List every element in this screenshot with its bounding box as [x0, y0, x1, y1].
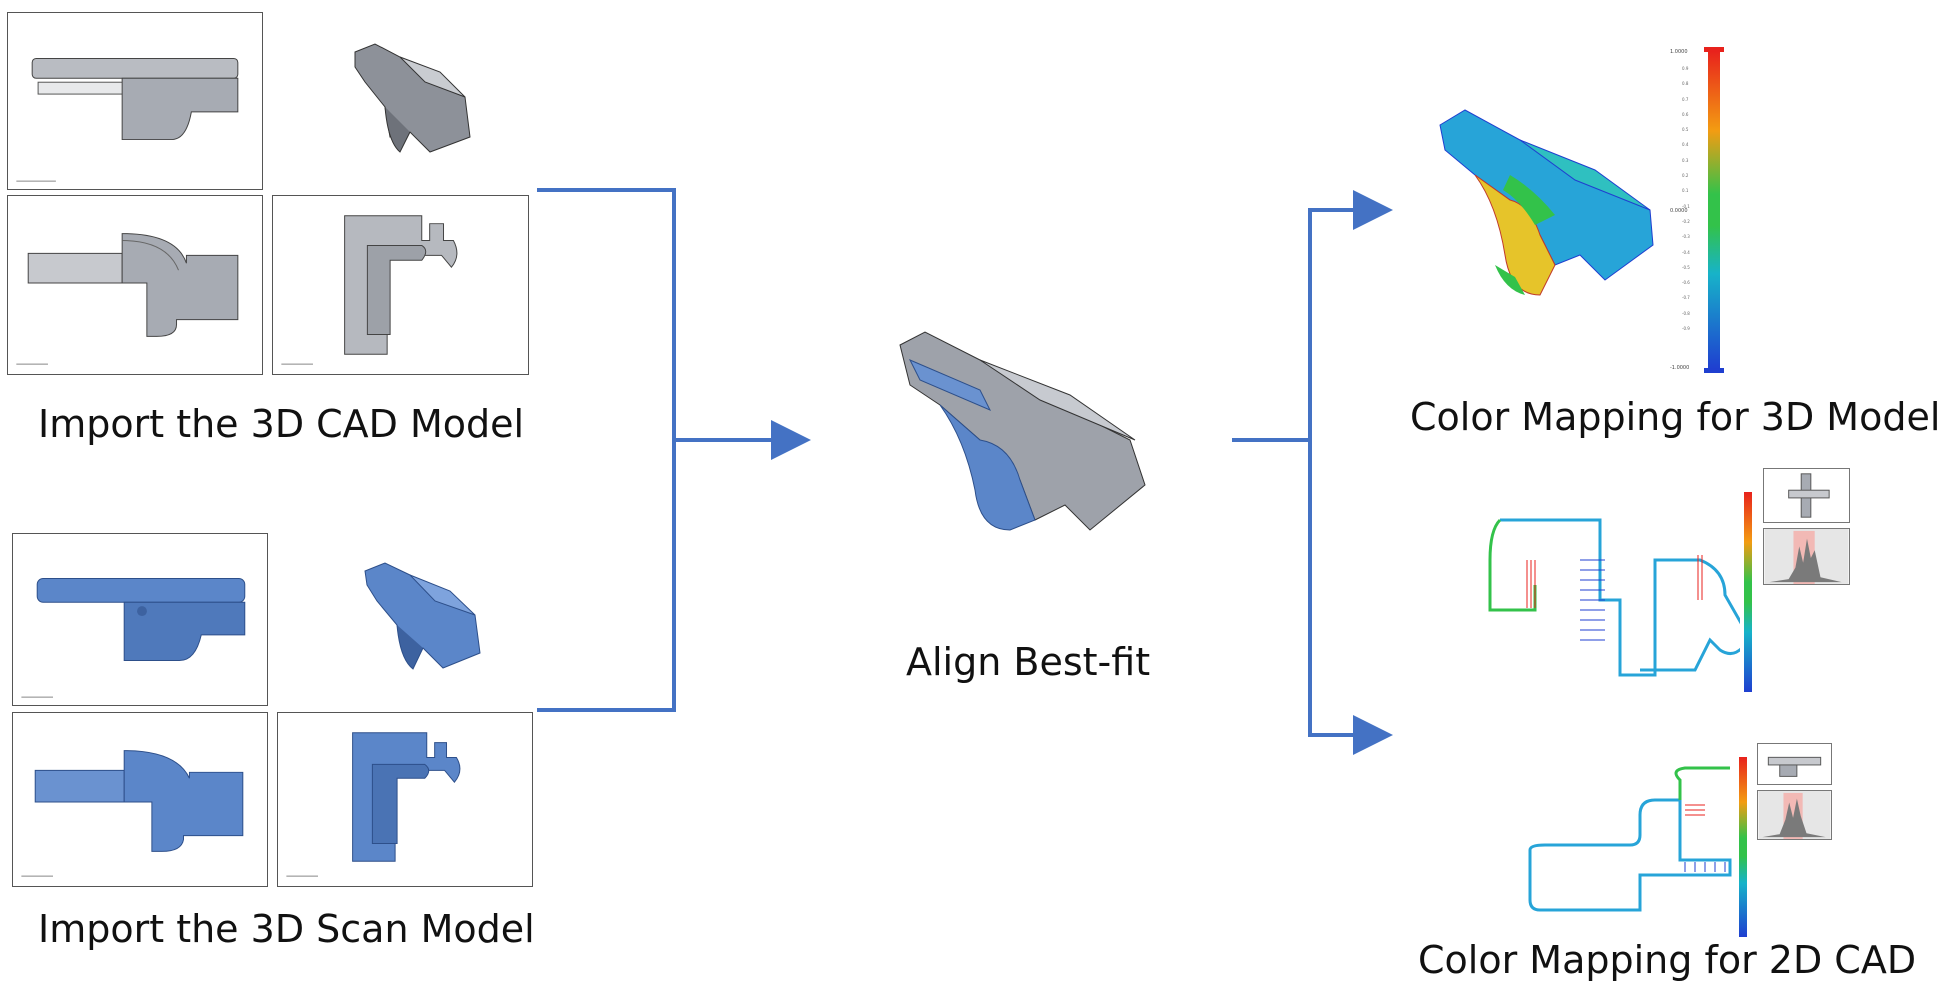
scan-side-drawing: [21, 577, 246, 698]
cad-front-view: [272, 195, 529, 375]
scale-zero-label: 0.0000: [1670, 208, 1688, 214]
scan-front-view: [277, 712, 533, 887]
upper-histogram-bars: [1764, 529, 1849, 584]
import-scan-caption: Import the 3D Scan Model: [38, 907, 535, 951]
align-model-view: [870, 320, 1170, 570]
color-2d-caption: Color Mapping for 2D CAD: [1418, 938, 1917, 982]
scan-top-drawing: [21, 750, 244, 877]
scan-connector: [537, 440, 676, 712]
colormap-2d-scale-upper: [1740, 490, 1756, 695]
colormap-2d-lower-scale-bar: [1739, 757, 1747, 937]
scale-tick: 0.3: [1682, 157, 1689, 163]
scale-tick: -0.7: [1682, 295, 1690, 301]
color-3d-caption: Color Mapping for 3D Model: [1410, 395, 1940, 439]
align-caption: Align Best-fit: [906, 640, 1151, 684]
scan-top-view: [12, 712, 268, 887]
scale-tick: -0.1: [1682, 203, 1690, 209]
scale-tick: -0.5: [1682, 264, 1690, 270]
colormap-3d-drawing: [1439, 109, 1654, 296]
scale-tick: -0.3: [1682, 234, 1690, 240]
scale-tick: -0.2: [1682, 218, 1690, 224]
colormap-3d-scale-bar: [1704, 47, 1724, 373]
scan-iso-view: [285, 533, 525, 706]
cad-iso-view: [270, 12, 510, 190]
scan-iso-drawing: [364, 562, 481, 670]
colormap-2d-view-upper: [1480, 500, 1760, 690]
scale-tick: -0.4: [1682, 249, 1690, 255]
colormap-2d-view-lower: [1520, 760, 1770, 920]
lower-histogram-bars: [1758, 791, 1831, 839]
scale-min-label: -1.0000: [1670, 365, 1690, 371]
scan-side-view: [12, 533, 268, 706]
cad-side-drawing: [16, 57, 239, 182]
import-cad-caption: Import the 3D CAD Model: [38, 402, 525, 446]
colormap-3d-scale: 1.0000 0.0000 -1.0000 0.9 0.8 0.7 0.6 0.…: [1670, 45, 1735, 375]
colormap-2d-lower-drawing: [1528, 766, 1732, 912]
to-2d-arrow: [1308, 440, 1393, 755]
scale-tick: -0.9: [1682, 326, 1690, 332]
scale-max-label: 1.0000: [1670, 49, 1688, 55]
cad-front-drawing: [281, 215, 458, 365]
cad-side-view: [7, 12, 263, 190]
lower-thumbnail-part: [1767, 756, 1822, 777]
to-3d-arrow: [1308, 190, 1393, 440]
cad-connector: [537, 188, 676, 440]
scale-tick: 0.2: [1682, 173, 1689, 179]
scale-tick: 0.1: [1682, 188, 1689, 194]
scale-tick: 0.9: [1682, 66, 1689, 71]
scale-tick: 0.5: [1682, 127, 1689, 133]
cad-top-drawing: [16, 233, 239, 365]
cad-iso-drawing: [354, 43, 471, 153]
align-model-drawing: [899, 331, 1146, 531]
colormap-2d-scale-lower: [1735, 755, 1751, 940]
scale-tick: -0.6: [1682, 280, 1690, 286]
scale-tick: 0.4: [1682, 142, 1689, 148]
scale-tick: 0.8: [1682, 81, 1689, 87]
scale-tick: -0.8: [1682, 310, 1690, 316]
colormap-2d-lower-thumbnail: [1757, 743, 1832, 785]
scan-front-drawing: [286, 732, 461, 877]
colormap-3d-view: [1425, 95, 1665, 315]
scale-tick-labels: 0.9 0.8 0.7 0.6 0.5 0.4 0.3 0.2 0.1 -0.1…: [1682, 61, 1704, 336]
colormap-2d-lower-histogram: [1757, 790, 1832, 840]
colormap-2d-upper-drawing: [1488, 518, 1747, 677]
scale-tick: 0.7: [1682, 96, 1689, 102]
colormap-2d-upper-thumbnail: [1763, 468, 1850, 523]
colormap-2d-upper-scale-bar: [1744, 492, 1752, 692]
upper-thumbnail-part: [1788, 473, 1830, 518]
colormap-2d-upper-histogram: [1763, 528, 1850, 585]
cad-top-view: [7, 195, 263, 375]
scale-tick: 0.6: [1682, 111, 1689, 117]
